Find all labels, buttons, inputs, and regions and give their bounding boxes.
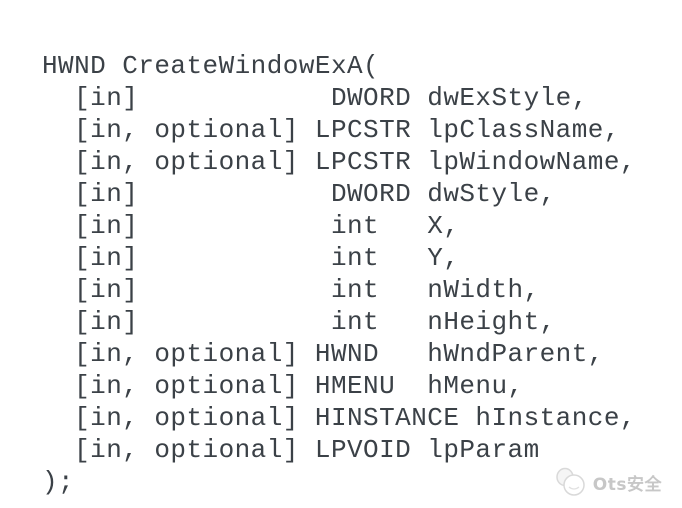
ots-logo-icon bbox=[556, 467, 585, 496]
watermark-text: Ots安全 bbox=[592, 474, 662, 495]
createwindowexa-function-signature: HWND CreateWindowExA( [in] DWORD dwExSty… bbox=[42, 51, 636, 497]
watermark: Ots安全 bbox=[554, 467, 662, 497]
